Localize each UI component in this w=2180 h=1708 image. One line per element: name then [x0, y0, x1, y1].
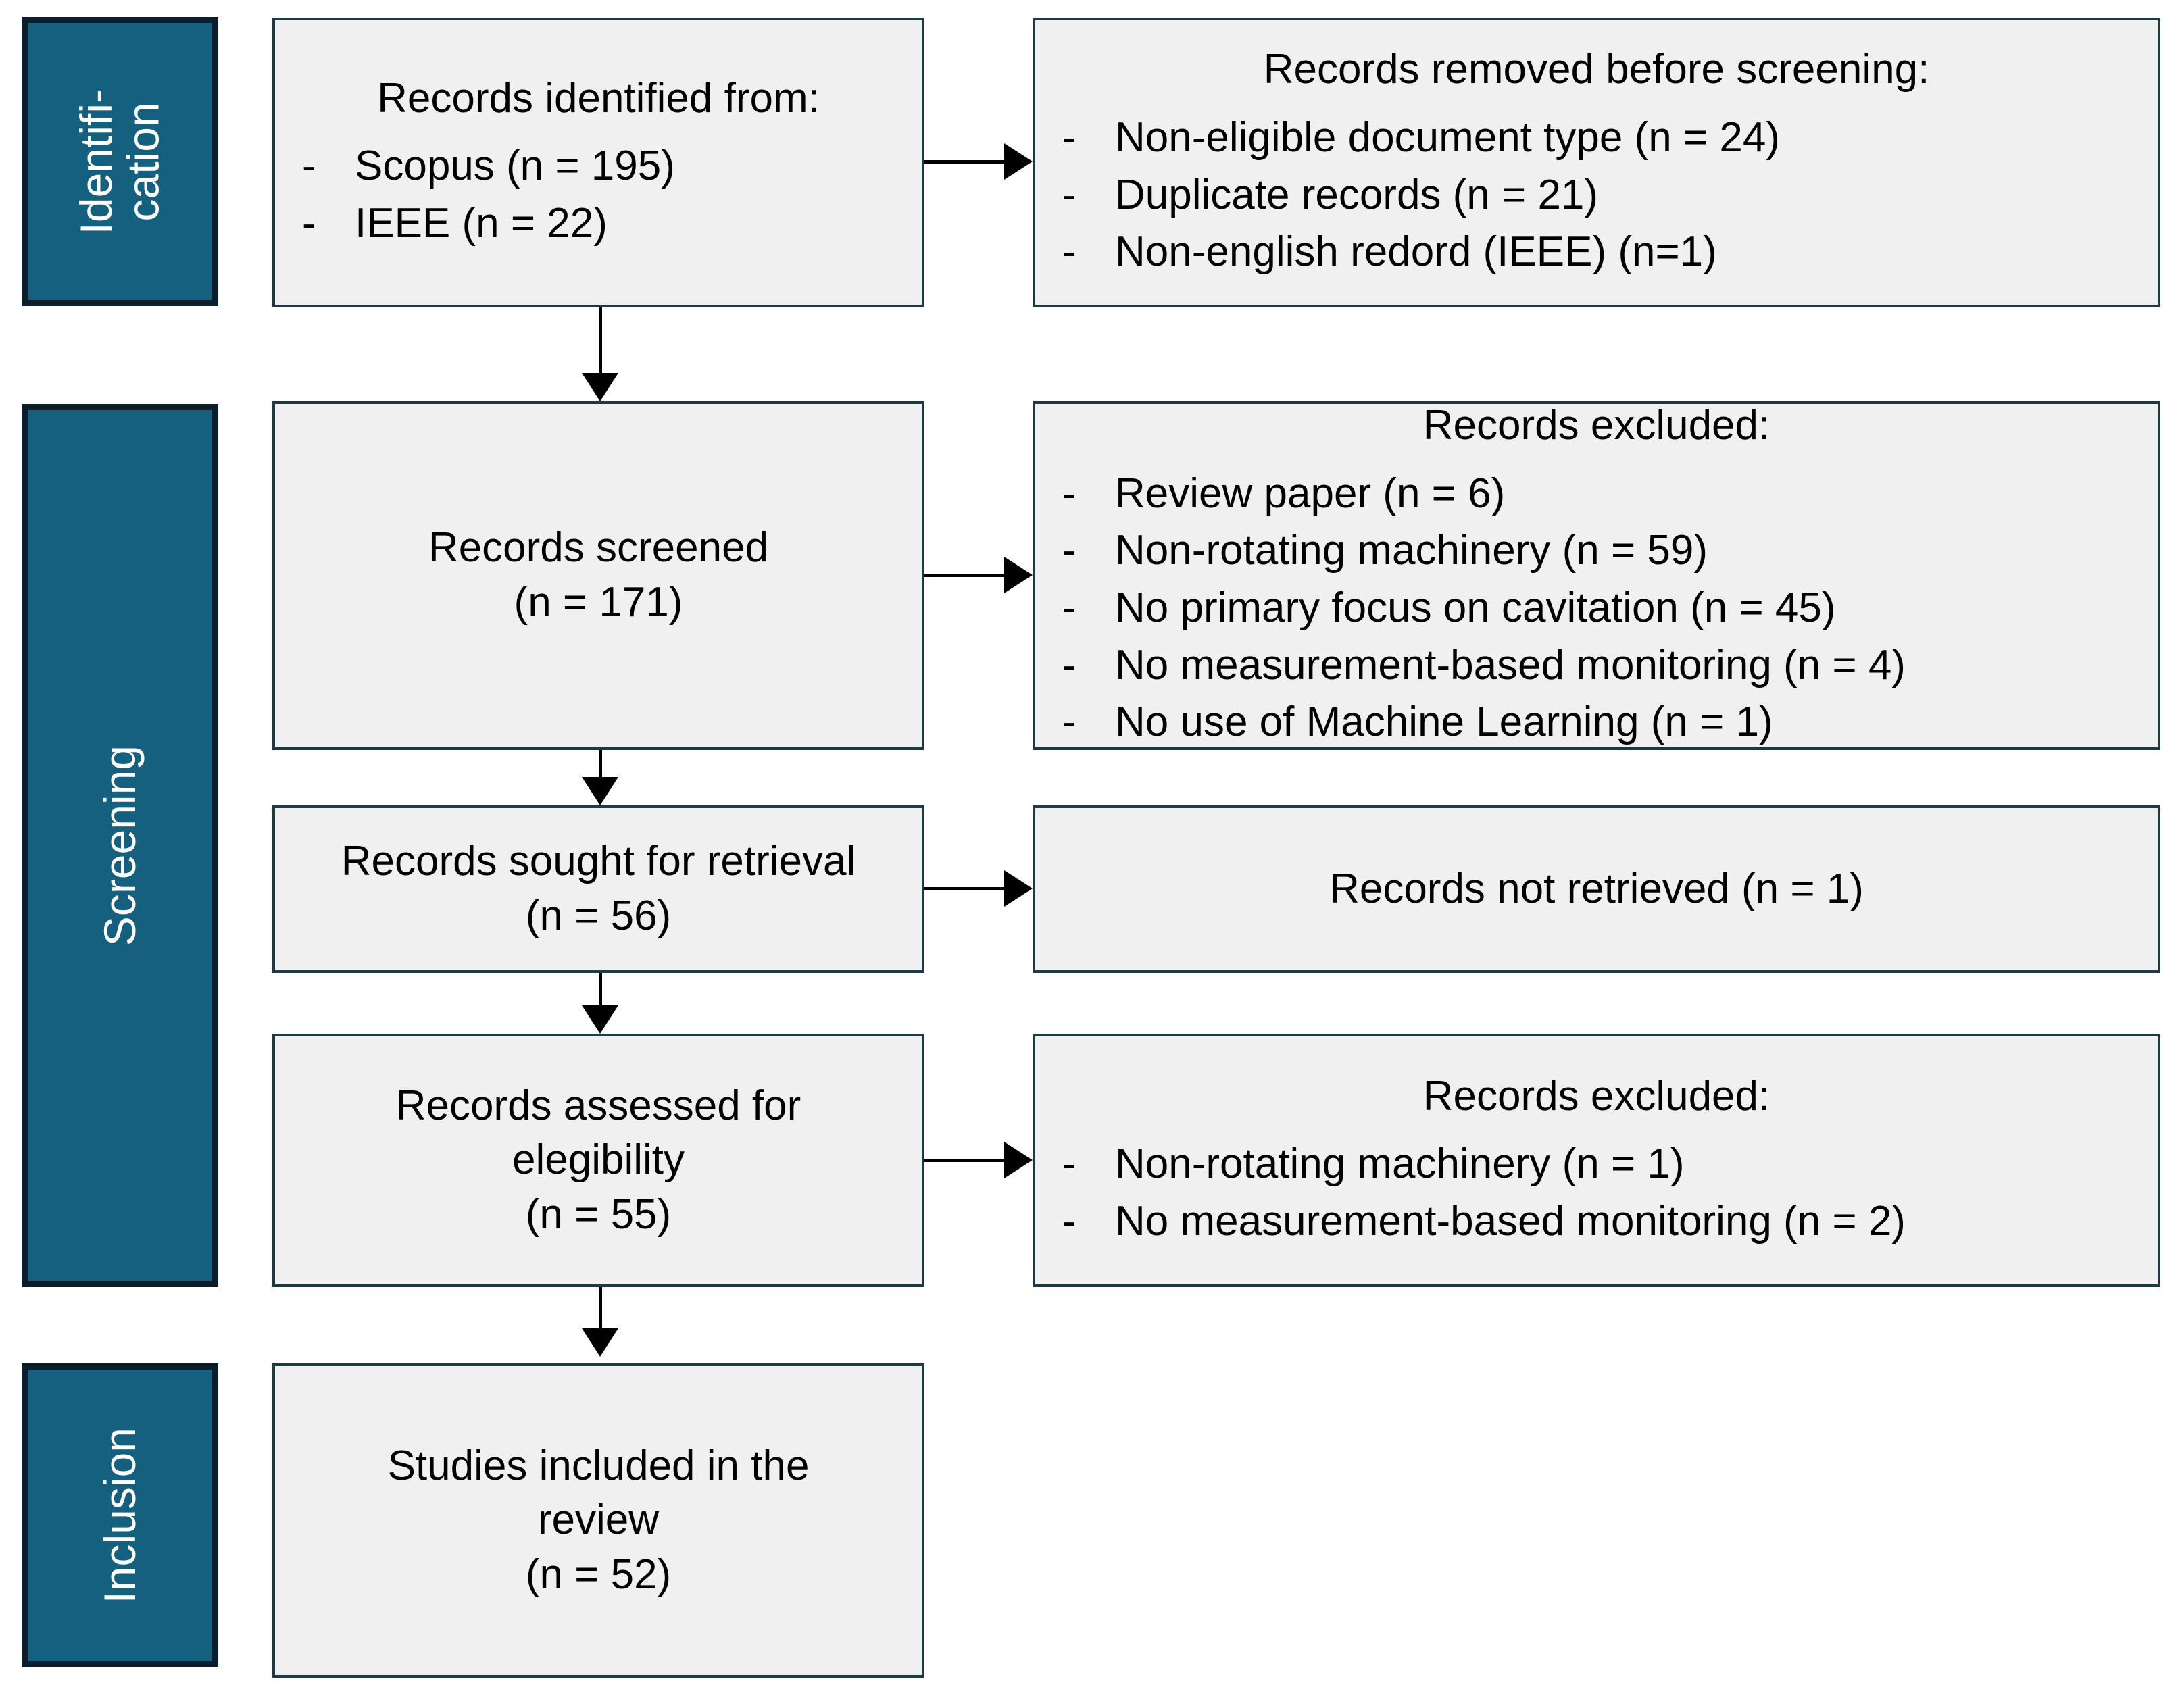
node-records-sought-for-retrieval: Records sought for retrieval (n = 56) — [272, 805, 924, 973]
bullet-dash-icon: - — [302, 199, 316, 247]
stage-label-screening-text: Screening — [94, 745, 145, 947]
node-records-screened-title: Records screened (n = 171) — [428, 524, 769, 626]
connector-screened-to-sought — [599, 750, 602, 782]
connector-assessed-to-excluded — [924, 1159, 1011, 1162]
arrowhead-screened-to-sought — [582, 777, 618, 805]
bullet-dash-icon: - — [1062, 1197, 1076, 1245]
list-item: - No primary focus on cavitation (n = 45… — [1050, 581, 2143, 636]
bullet-dash-icon: - — [1062, 584, 1076, 631]
stage-label-inclusion-text: Inclusion — [94, 1427, 145, 1604]
node-records-assessed-title: Records assessed for elegibility (n = 55… — [395, 1082, 801, 1238]
arrowhead-assessed-to-included — [582, 1328, 618, 1357]
bullet-text: Non-rotating machinery (n = 1) — [1115, 1140, 1685, 1188]
node-records-not-retrieved-title: Records not retrieved (n = 1) — [1329, 865, 1864, 912]
bullet-text: Scopus (n = 195) — [355, 143, 675, 190]
bullet-dash-icon: - — [1062, 171, 1076, 218]
node-records-identified-title: Records identified from: — [377, 74, 820, 122]
node-records-sought-title: Records sought for retrieval (n = 56) — [341, 838, 856, 939]
arrowhead-identified-to-screened — [582, 373, 618, 401]
bullet-text: No use of Machine Learning (n = 1) — [1115, 699, 1773, 746]
node-records-removed-title: Records removed before screening: — [1263, 46, 1930, 93]
list-item: - Scopus (n = 195) — [290, 139, 907, 194]
list-item: - Non-eligible document type (n = 24) — [1050, 111, 2143, 166]
stage-label-inclusion: Inclusion — [22, 1363, 218, 1667]
node-records-identified-bullets: - Scopus (n = 195) - IEEE (n = 22) — [290, 136, 907, 253]
arrowhead-sought-to-assessed — [582, 1005, 618, 1034]
bullet-text: Non-rotating machinery (n = 59) — [1115, 527, 1708, 574]
bullet-dash-icon: - — [1062, 470, 1076, 517]
bullet-text: No measurement-based monitoring (n = 2) — [1115, 1197, 1906, 1245]
arrowhead-assessed-to-excluded — [1004, 1142, 1033, 1178]
connector-identified-to-removed — [924, 160, 1011, 164]
bullet-text: Non-eligible document type (n = 24) — [1115, 114, 1780, 161]
node-records-identified: Records identified from: - Scopus (n = 1… — [272, 18, 924, 307]
node-records-excluded-eligibility-bullets: - Non-rotating machinery (n = 1) - No me… — [1050, 1134, 2143, 1251]
connector-sought-to-not-retrieved — [924, 887, 1011, 890]
node-studies-included: Studies included in the review (n = 52) — [272, 1363, 924, 1678]
node-records-excluded-eligibility-title: Records excluded: — [1422, 1072, 1770, 1120]
bullet-dash-icon: - — [1062, 228, 1076, 276]
node-records-excluded-screening: Records excluded: - Review paper (n = 6)… — [1033, 401, 2160, 750]
list-item: - Non-rotating machinery (n = 59) — [1050, 524, 2143, 578]
node-records-not-retrieved: Records not retrieved (n = 1) — [1033, 805, 2160, 973]
bullet-dash-icon: - — [302, 143, 316, 190]
bullet-text: No primary focus on cavitation (n = 45) — [1115, 584, 1836, 631]
list-item: - No measurement-based monitoring (n = 2… — [1050, 1195, 2143, 1249]
connector-screened-to-excluded — [924, 574, 1011, 577]
bullet-dash-icon: - — [1062, 699, 1076, 746]
stage-label-screening: Screening — [22, 404, 218, 1287]
node-records-excluded-screening-bullets: - Review paper (n = 6) - Non-rotating ma… — [1050, 464, 2143, 753]
list-item: - Non-rotating machinery (n = 1) — [1050, 1137, 2143, 1192]
stage-label-identification-text: Identifi- cation — [71, 88, 168, 235]
bullet-text: No measurement-based monitoring (n = 4) — [1115, 641, 1906, 688]
connector-sought-to-assessed — [599, 973, 602, 1005]
bullet-dash-icon: - — [1062, 527, 1076, 574]
bullet-text: IEEE (n = 22) — [355, 199, 608, 247]
list-item: - Duplicate records (n = 21) — [1050, 168, 2143, 223]
node-records-excluded-eligibility: Records excluded: - Non-rotating machine… — [1033, 1034, 2160, 1287]
node-records-excluded-screening-title: Records excluded: — [1422, 402, 1770, 449]
bullet-dash-icon: - — [1062, 114, 1076, 161]
arrowhead-sought-to-not-retrieved — [1004, 870, 1033, 907]
node-studies-included-title: Studies included in the review (n = 52) — [387, 1442, 810, 1598]
bullet-text: Review paper (n = 6) — [1115, 470, 1506, 517]
node-records-screened: Records screened (n = 171) — [272, 401, 924, 750]
arrowhead-identified-to-removed — [1004, 143, 1033, 180]
arrowhead-screened-to-excluded — [1004, 557, 1033, 593]
node-records-assessed-for-eligibility: Records assessed for elegibility (n = 55… — [272, 1034, 924, 1287]
bullet-dash-icon: - — [1062, 641, 1076, 688]
connector-assessed-to-included — [599, 1287, 602, 1333]
node-records-removed-bullets: - Non-eligible document type (n = 24) - … — [1050, 108, 2143, 282]
list-item: - No use of Machine Learning (n = 1) — [1050, 695, 2143, 750]
connector-identified-to-screened — [599, 307, 602, 378]
bullet-dash-icon: - — [1062, 1140, 1076, 1188]
node-records-removed-before-screening: Records removed before screening: - Non-… — [1033, 18, 2160, 307]
bullet-text: Duplicate records (n = 21) — [1115, 171, 1599, 218]
list-item: - IEEE (n = 22) — [290, 197, 907, 251]
bullet-text: Non-english redord (IEEE) (n=1) — [1115, 228, 1717, 276]
list-item: - Non-english redord (IEEE) (n=1) — [1050, 225, 2143, 280]
list-item: - No measurement-based monitoring (n = 4… — [1050, 638, 2143, 693]
stage-label-identification: Identifi- cation — [22, 17, 218, 306]
list-item: - Review paper (n = 6) — [1050, 467, 2143, 522]
